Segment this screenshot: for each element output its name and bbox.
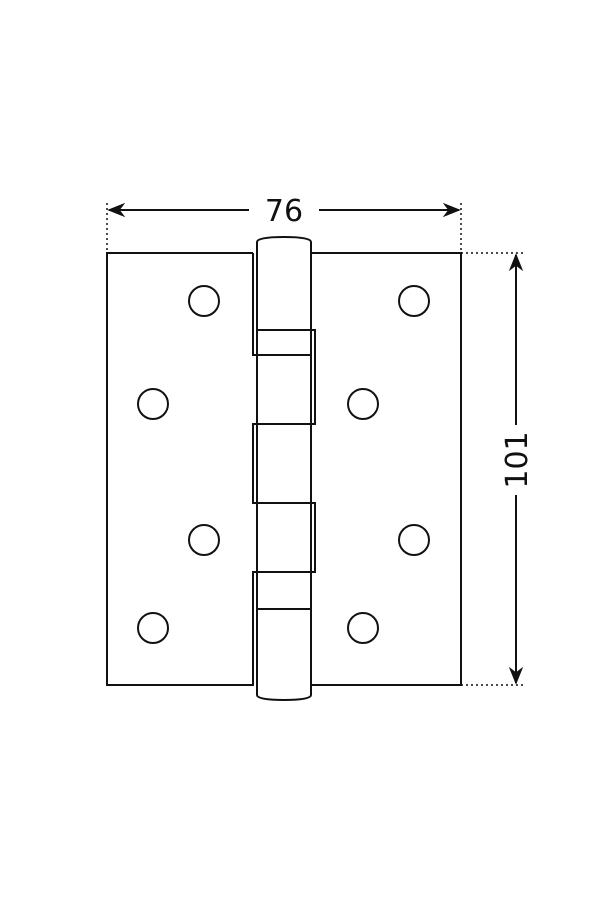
width-label: 76 <box>265 194 303 229</box>
right-leaf <box>311 252 462 686</box>
screw-hole <box>347 612 379 644</box>
screw-hole <box>347 388 379 420</box>
left-leaf <box>106 252 257 686</box>
hinge-barrel <box>253 235 315 702</box>
screw-hole <box>188 285 220 317</box>
screw-hole <box>188 524 220 556</box>
height-dimension: 101 <box>461 252 535 686</box>
screw-hole <box>398 524 430 556</box>
screw-hole <box>398 285 430 317</box>
width-dimension: 76 <box>106 194 462 253</box>
screw-hole <box>137 612 169 644</box>
height-label: 101 <box>500 431 535 488</box>
screw-holes <box>137 285 430 644</box>
screw-hole <box>137 388 169 420</box>
